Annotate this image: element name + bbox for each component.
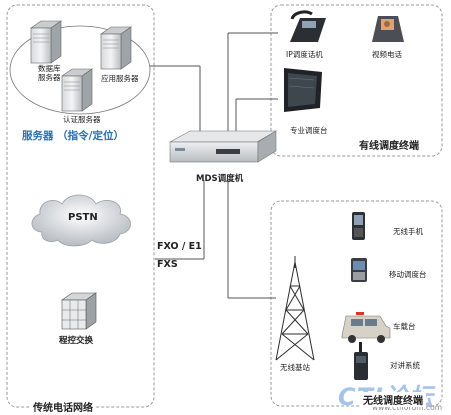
database-server-label: 数据库 服务器 (38, 64, 61, 82)
intercom-radio-icon (354, 342, 368, 380)
console-label: 专业调度台 (290, 126, 328, 135)
mobile-phone-label: 无线手机 (393, 227, 423, 236)
base-station-label: 无线基站 (280, 363, 310, 372)
wired-terminals-title: 有线调度终端 (356, 137, 422, 152)
pstn-label: PSTN (68, 212, 98, 223)
pstn-cloud-icon (31, 194, 131, 247)
wireless-terminals-title: 无线调度终端 (360, 392, 426, 407)
fxo-e1-label: FXO / E1 (157, 241, 202, 252)
fxs-label: FXS (157, 259, 178, 270)
database-server-icon (30, 20, 62, 64)
mobile-console-label: 移动调度台 (389, 270, 427, 279)
wired-terminals-panel (270, 4, 443, 157)
ip-phone-label: IP调度话机 (286, 50, 323, 59)
traditional-network-title: 传统电话网络 (30, 399, 96, 414)
base-station-tower-icon (275, 256, 315, 361)
pbx-switch-icon (61, 292, 97, 330)
auth-server-label: 认证服务器 (63, 115, 101, 124)
intercom-label: 对讲系统 (390, 361, 420, 370)
video-phone-icon (372, 16, 404, 42)
watermark-url: www.ctiforum.com (372, 403, 443, 412)
dispatch-console-icon (284, 68, 322, 112)
mobile-console-icon (351, 258, 367, 282)
application-server-icon (100, 26, 132, 70)
mds-dispatcher-icon (169, 130, 278, 163)
wireless-terminals-panel (270, 200, 443, 407)
mds-dispatcher-label: MDS调度机 (196, 174, 244, 184)
auth-server-icon (61, 68, 93, 112)
connection-lines (150, 32, 278, 299)
video-phone-label: 视频电话 (372, 50, 402, 59)
ip-phone-icon (290, 10, 326, 42)
vehicle-icon (341, 312, 391, 343)
pbx-label: 程控交换 (59, 336, 94, 346)
mobile-phone-icon (352, 212, 365, 240)
application-server-label: 应用服务器 (101, 74, 139, 83)
server-group-ellipse (9, 25, 151, 115)
server-group-title: 服务器 （指令/定位） (22, 130, 124, 142)
vehicle-label: 车载台 (393, 322, 416, 331)
